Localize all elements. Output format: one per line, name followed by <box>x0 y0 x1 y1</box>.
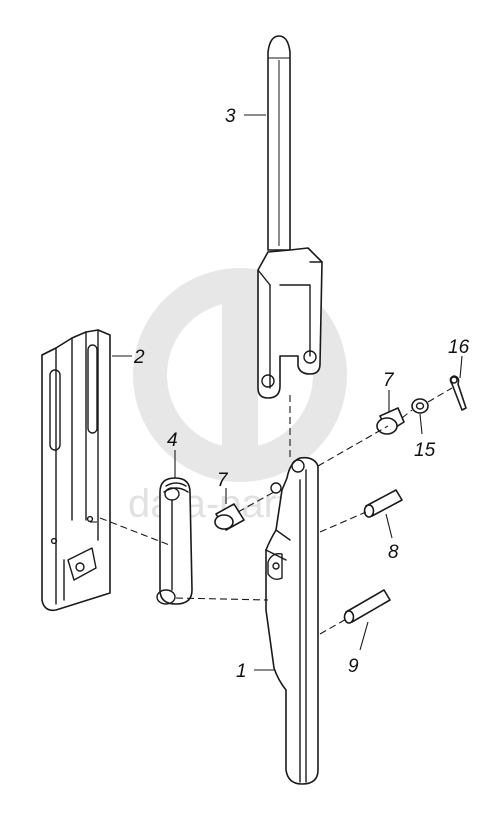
callout-1: 1 <box>236 661 247 682</box>
callout-15: 15 <box>414 440 436 461</box>
part-9-pin <box>343 589 391 624</box>
part-16-cotter-pin <box>449 375 467 411</box>
callout-9: 9 <box>348 656 359 677</box>
callout-7-upper: 7 <box>383 370 395 391</box>
part-4-link-plates <box>156 477 193 605</box>
callout-leaders <box>112 114 463 671</box>
callout-labels: 3 2 4 7 7 15 16 8 9 1 <box>133 106 470 682</box>
assembly-lines <box>90 387 453 635</box>
callout-4: 4 <box>167 430 178 451</box>
callout-8: 8 <box>388 542 399 563</box>
part-15-washer <box>411 398 429 414</box>
callout-7-lower: 7 <box>217 470 229 491</box>
part-2-housing-bracket <box>41 329 111 612</box>
part-7-pin-lower <box>214 503 245 531</box>
part-3-fork-rod <box>257 35 323 399</box>
watermark-logo <box>133 268 347 482</box>
callout-2: 2 <box>133 347 145 368</box>
callout-16: 16 <box>448 337 470 358</box>
part-7-pin-upper <box>376 407 405 435</box>
callout-3: 3 <box>225 106 236 127</box>
part-1-main-channel-bar <box>265 456 319 785</box>
part-8-pin <box>363 489 403 518</box>
